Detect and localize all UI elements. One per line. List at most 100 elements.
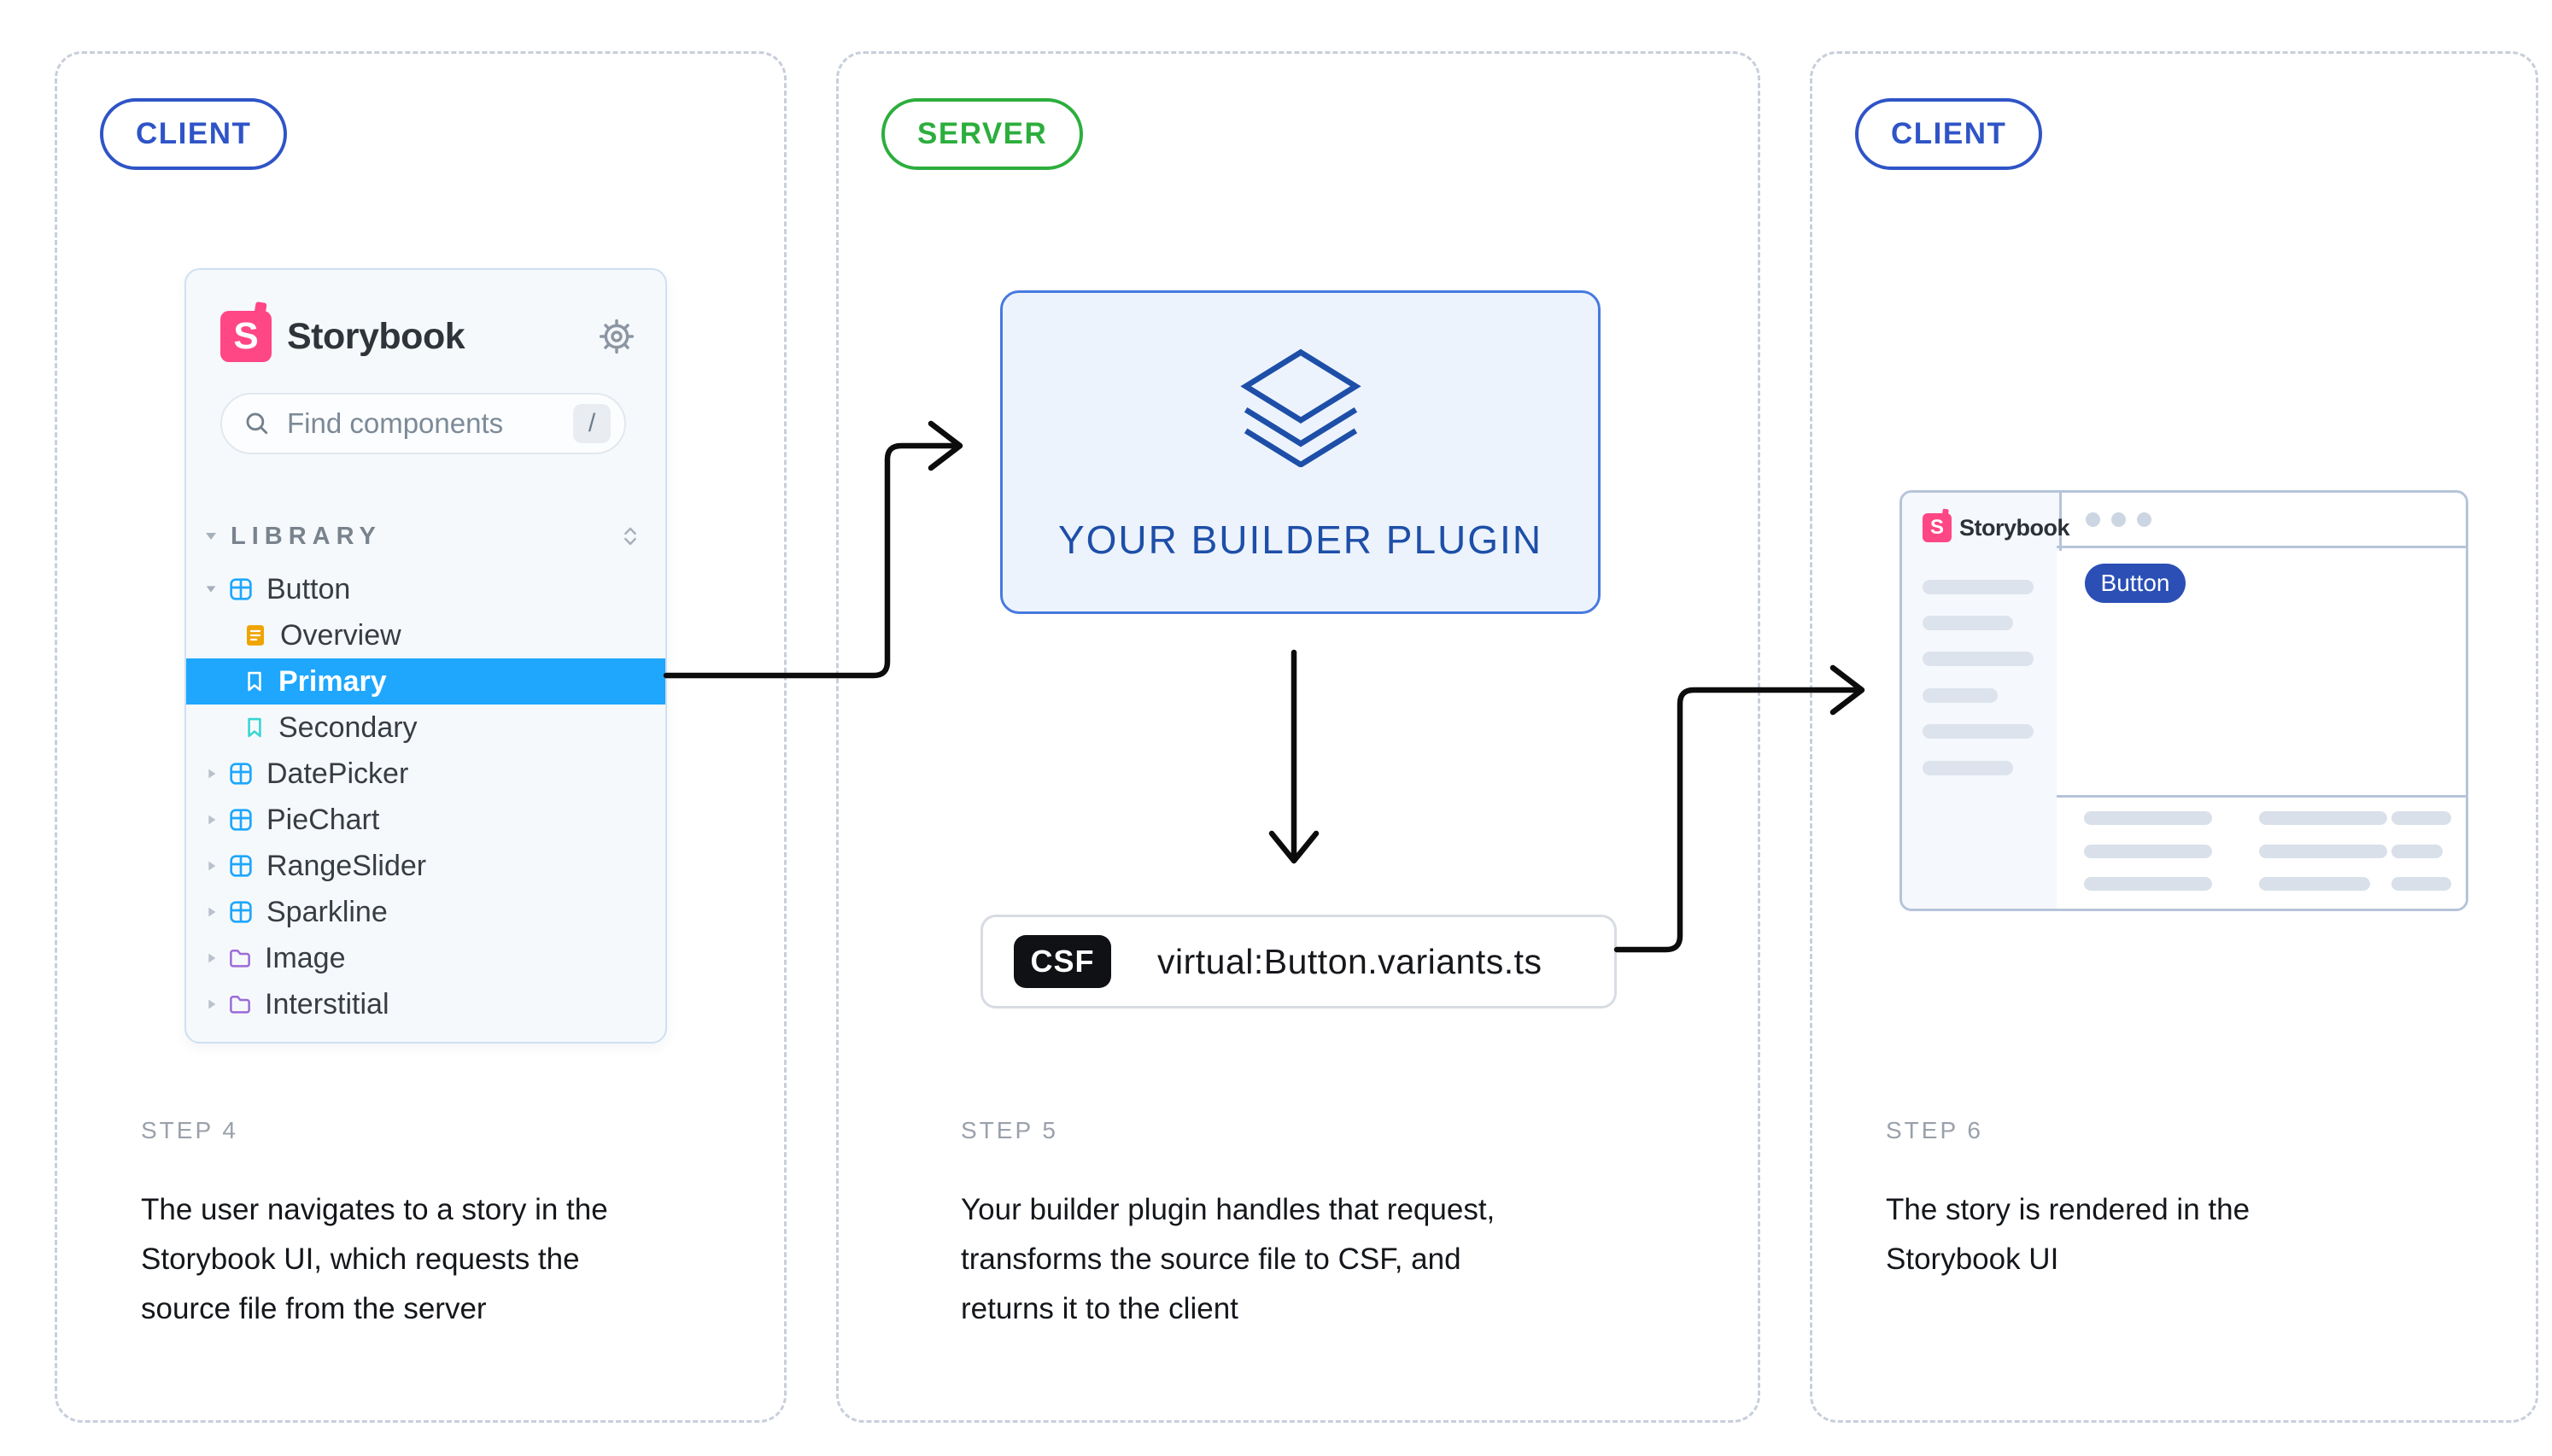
step-label: STEP 4 [141,1117,238,1143]
builder-plugin-box: YOUR BUILDER PLUGIN [1000,290,1601,614]
rendered-button[interactable]: Button [2085,564,2186,603]
skeleton-bar [2391,845,2443,858]
chevron-right-icon[interactable] [200,904,222,920]
step-label: STEP 5 [961,1117,1058,1143]
folder-icon [227,991,253,1017]
tree-item-label: Interstitial [265,987,389,1020]
skeleton-bar [2391,811,2451,825]
step-line: Storybook UI, which requests the [141,1243,580,1276]
sidebar-item-datepicker[interactable]: DatePicker [186,751,665,797]
tree-item-label: PieChart [266,803,380,836]
csf-filename: virtual:Button.variants.ts [1157,941,1542,981]
component-icon [227,576,255,603]
docs-icon [243,623,268,648]
sidebar-item-secondary[interactable]: Secondary [186,705,665,751]
storybook-logo-icon: S [1923,513,1952,542]
skeleton-bar [1923,761,2013,775]
skeleton-bar [1923,724,2034,739]
window-dot-icon [2086,512,2100,527]
sidebar-item-overview[interactable]: Overview [186,612,665,658]
step-line: returns it to the client [961,1292,1238,1325]
step-line: The user navigates to a story in the [141,1193,608,1226]
preview-storybook-logo: S Storybook [1923,513,2070,542]
layers-icon [1227,346,1374,471]
tree-item-label: RangeSlider [266,849,427,882]
sidebar-item-primary[interactable]: Primary [186,658,665,705]
component-icon [227,852,255,880]
client-badge: CLIENT [100,98,288,170]
skeleton-bar [2259,811,2387,825]
tree-item-label: Primary [278,664,387,698]
preview-addon-panel [2057,798,2466,909]
csf-badge: CSF [1014,935,1111,988]
skeleton-bar [2259,877,2370,891]
step-description: Your builder plugin handles that request… [961,1185,1495,1334]
tree-item-label: Secondary [278,710,418,744]
sidebar-item-sparkline[interactable]: Sparkline [186,889,665,935]
component-icon [227,760,255,787]
search-box: / [220,393,626,454]
csf-file-box: CSF virtual:Button.variants.ts [980,915,1617,1009]
skeleton-bar [2259,845,2387,858]
step-line: source file from the server [141,1292,487,1325]
gear-icon[interactable] [597,317,636,356]
skeleton-bar [2084,811,2212,825]
sidebar-item-interstitial[interactable]: Interstitial [186,981,665,1027]
sidebar-item-button[interactable]: Button [186,566,665,612]
panel-server: SERVER YOUR BUILDER PLUGIN CSF virtual:B… [836,51,1760,1423]
folder-icon [227,945,253,971]
library-section-header[interactable]: LIBRARY [186,513,665,559]
library-section-label: LIBRARY [231,522,382,550]
chevron-right-icon[interactable] [200,950,222,966]
tree-item-label: Image [265,941,346,974]
chevron-down-icon[interactable] [200,528,222,545]
collapse-all-icon[interactable] [618,523,643,549]
chevron-down-icon[interactable] [200,582,222,597]
tree-item-label: DatePicker [266,757,409,790]
builder-plugin-label: YOUR BUILDER PLUGIN [1057,517,1543,562]
preview-toolbar [2057,493,2466,548]
step-label: STEP 6 [1886,1117,1983,1143]
window-dot-icon [2137,512,2151,527]
step-line: transforms the source file to CSF, and [961,1243,1461,1276]
preview-sidebar: S Storybook [1902,493,2070,909]
storybook-sidebar-app: S Storybook / [184,268,667,1044]
storybook-logo-text: Storybook [1959,514,2070,541]
window-dot-icon [2111,512,2126,527]
component-icon [227,806,255,833]
search-icon [243,409,272,442]
server-badge: SERVER [881,98,1084,170]
step-line: Your builder plugin handles that request… [961,1193,1495,1226]
step-line: Storybook UI [1886,1243,2059,1276]
step-description: The story is rendered in the Storybook U… [1886,1185,2250,1284]
component-icon [227,898,255,926]
bookmark-icon [243,716,266,740]
chevron-right-icon[interactable] [200,812,222,827]
bookmark-icon [243,670,266,693]
chevron-right-icon[interactable] [200,858,222,874]
chevron-right-icon[interactable] [200,997,222,1012]
storybook-logo-icon: S [220,311,272,362]
skeleton-bar [1923,580,2034,594]
storybook-header: S Storybook [220,306,636,367]
client-badge: CLIENT [1855,98,2043,170]
sidebar-item-image[interactable]: Image [186,935,665,981]
sidebar-item-piechart[interactable]: PieChart [186,797,665,843]
slash-shortcut-key: / [573,404,611,443]
search-input[interactable] [220,393,626,454]
skeleton-bar [1923,688,1998,703]
skeleton-bar [2084,877,2212,891]
sidebar-item-rangeslider[interactable]: RangeSlider [186,843,665,889]
step-line: The story is rendered in the [1886,1193,2251,1226]
panel-client-left: CLIENT S Storybook / [55,51,787,1423]
storybook-logo-letter: S [1929,516,1944,539]
chevron-right-icon[interactable] [200,766,222,781]
tree-item-label: Button [266,572,351,605]
tree-item-label: Sparkline [266,895,388,928]
tree-item-label: Overview [280,618,401,652]
skeleton-bar [1923,652,2034,666]
skeleton-bar [2084,845,2212,858]
storybook-logo-text: Storybook [287,315,465,357]
component-tree: LIBRARY Button Overview [186,513,665,1027]
